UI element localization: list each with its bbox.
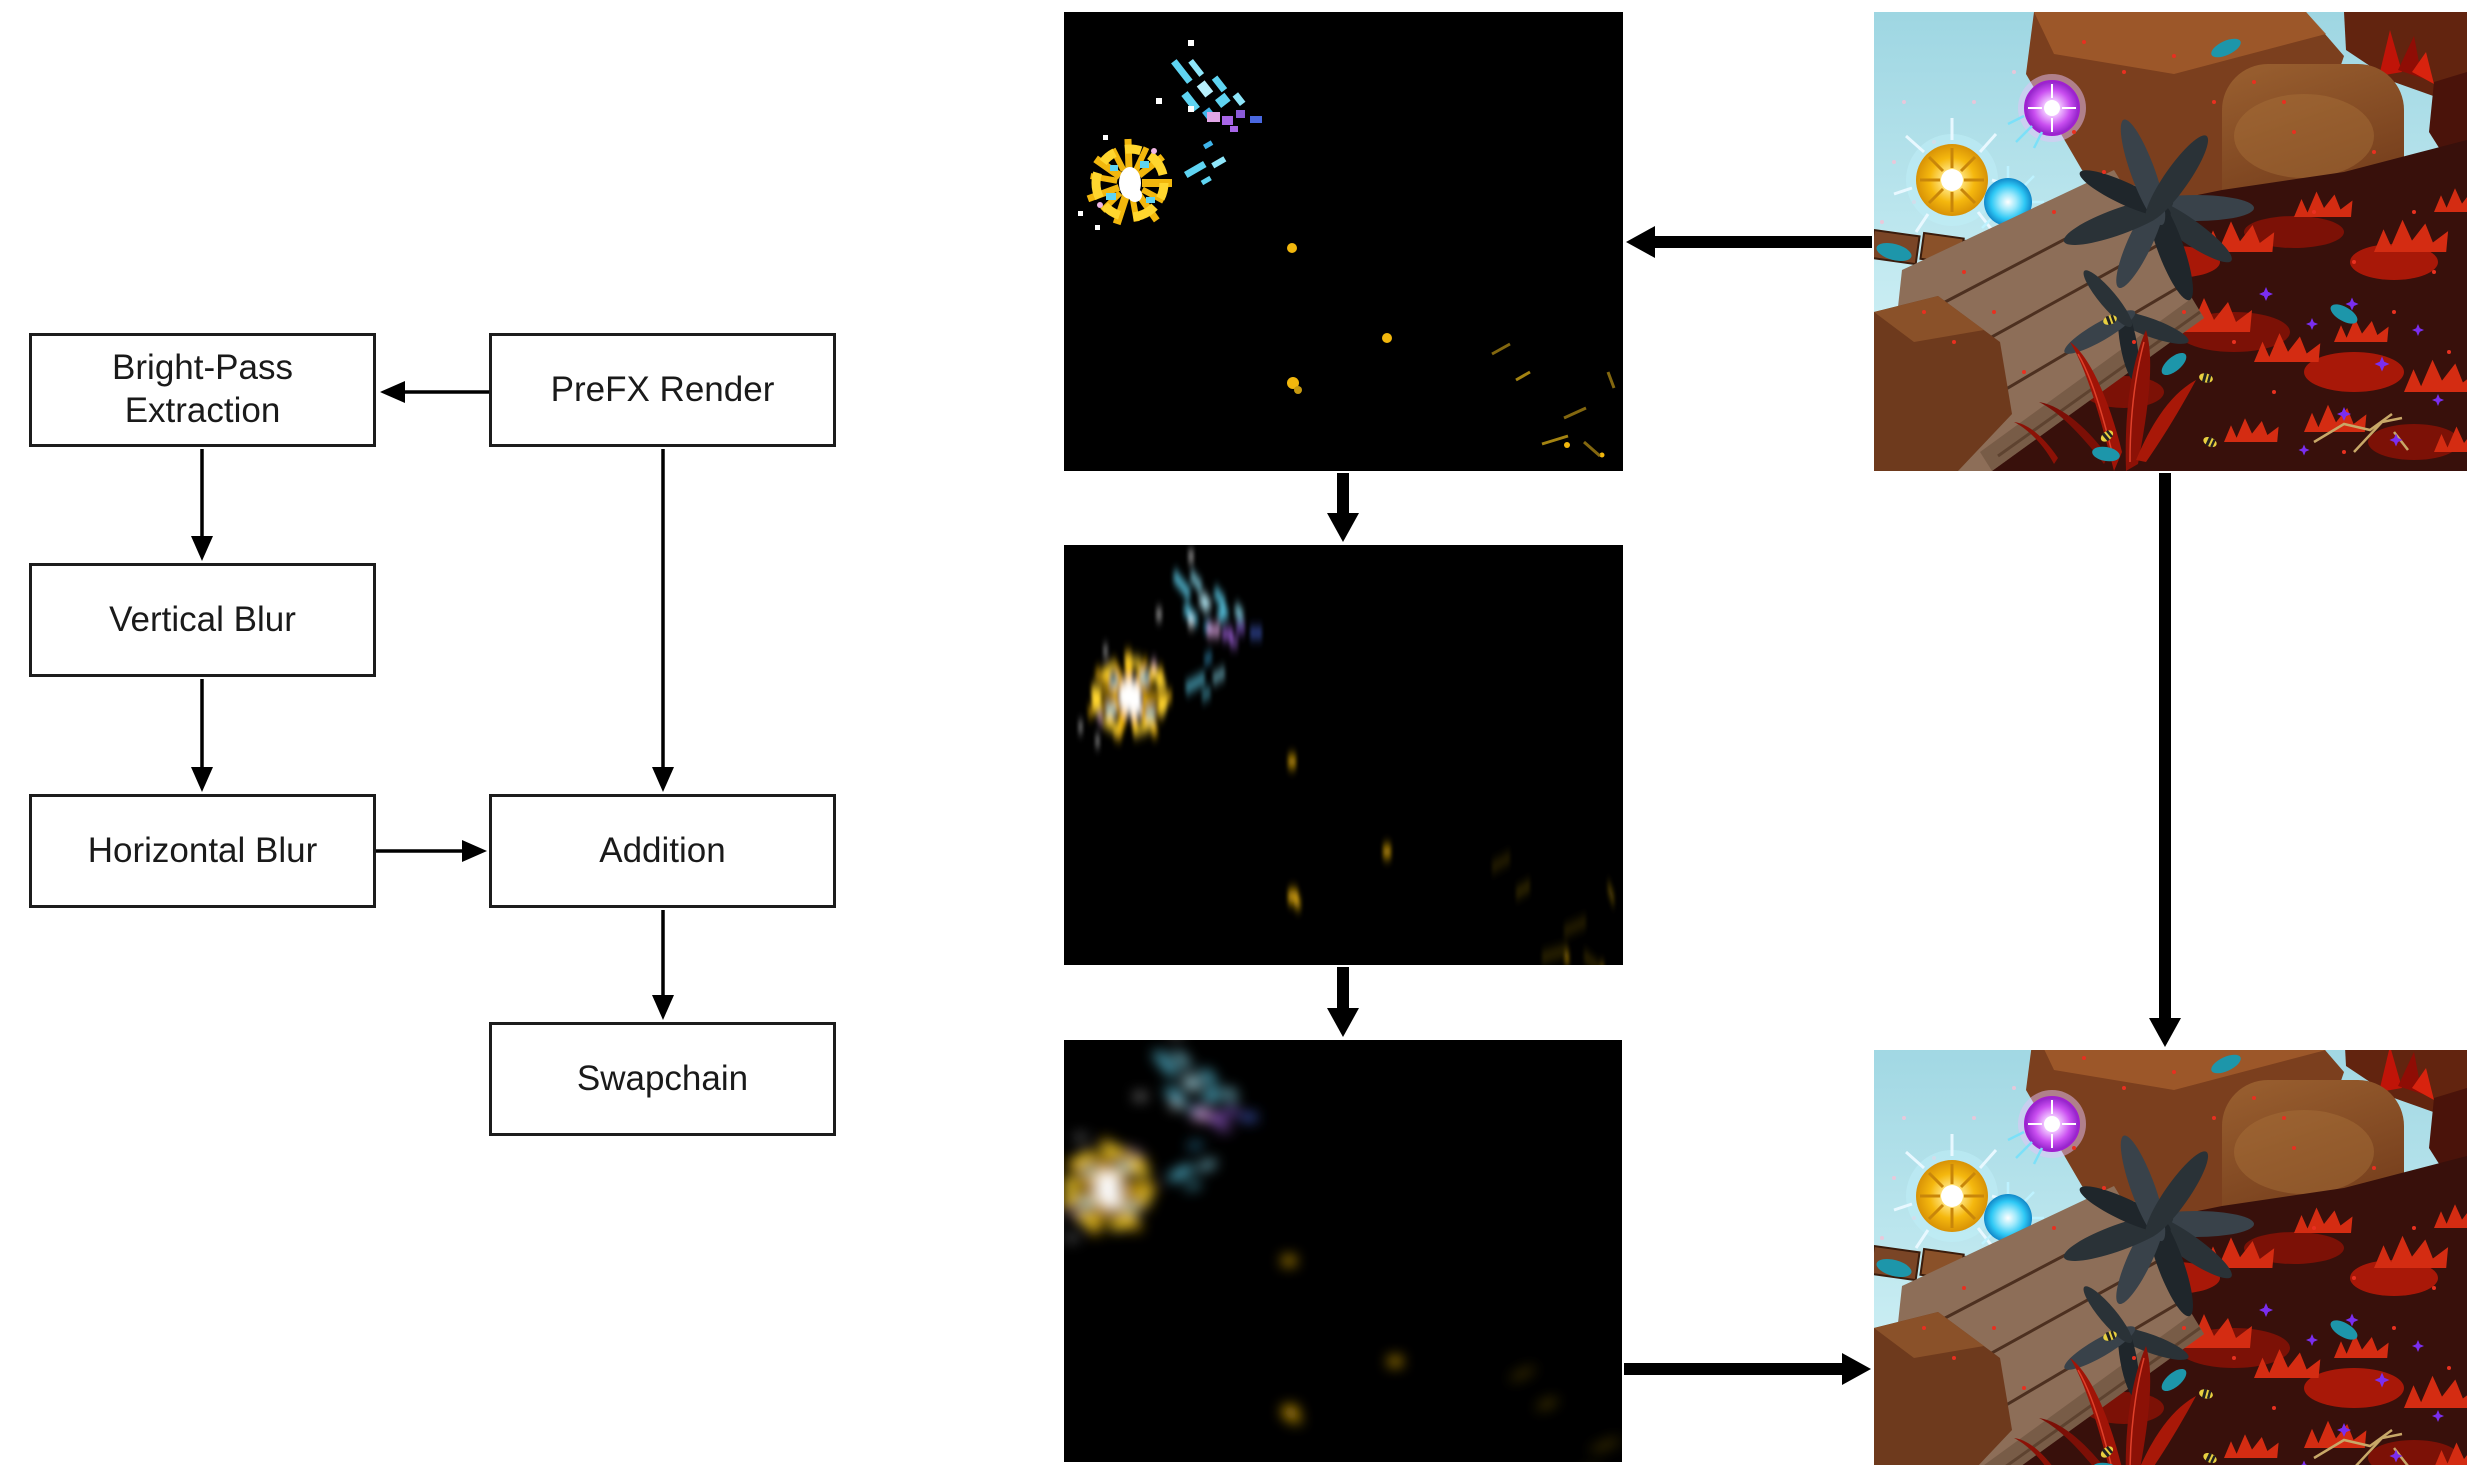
vertical-blur-image-panel [1064, 545, 1623, 965]
node-label: Vertical Blur [109, 599, 296, 639]
node-label: PreFX Render [550, 369, 775, 409]
flowchart-node-prefx-render: PreFX Render [489, 333, 836, 447]
vertical-blur-sparkles-image [1064, 545, 1623, 965]
final-composited-scene-image [1874, 1050, 2467, 1465]
flowchart-node-horizontal-blur: Horizontal Blur [29, 794, 376, 908]
flowchart-node-swapchain: Swapchain [489, 1022, 836, 1136]
node-label: Swapchain [576, 1058, 749, 1098]
flowchart-node-vertical-blur: Vertical Blur [29, 563, 376, 677]
prefx-render-image-panel [1874, 12, 2467, 471]
bright-pass-image-panel [1064, 12, 1623, 471]
flowchart-node-addition: Addition [489, 794, 836, 908]
bright-pass-sparkles-image [1064, 12, 1623, 471]
blurred-bloom-sparkles-image [1064, 1040, 1622, 1462]
prefx-render-scene-image [1874, 12, 2467, 471]
node-label: Bright-Pass Extraction [112, 348, 293, 430]
flowchart-node-bright-pass: Bright-Pass Extraction [29, 333, 376, 447]
node-label: Addition [599, 830, 726, 870]
final-image-panel [1874, 1050, 2467, 1465]
node-label: Horizontal Blur [87, 830, 318, 870]
horizontal-blur-image-panel [1064, 1040, 1622, 1462]
